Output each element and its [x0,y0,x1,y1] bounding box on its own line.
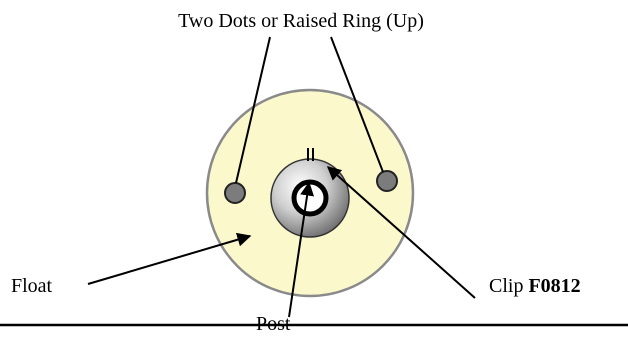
clip-arrow [326,166,476,299]
clip-part-number: F0812 [528,275,580,297]
post-ring [291,179,329,217]
left-dot [224,182,246,204]
top-label: Two Dots or Raised Ring (Up) [178,10,424,32]
clip-label-prefix: Clip [489,275,528,297]
clip-label: Clip F0812 [489,275,581,297]
post-label: Post [256,313,291,335]
leader-left-dot [235,36,271,184]
float-arrow [87,232,252,285]
leader-right-dot [330,36,384,173]
post-arrow [288,181,315,318]
float-label: Float [11,275,53,297]
right-dot [376,170,398,192]
